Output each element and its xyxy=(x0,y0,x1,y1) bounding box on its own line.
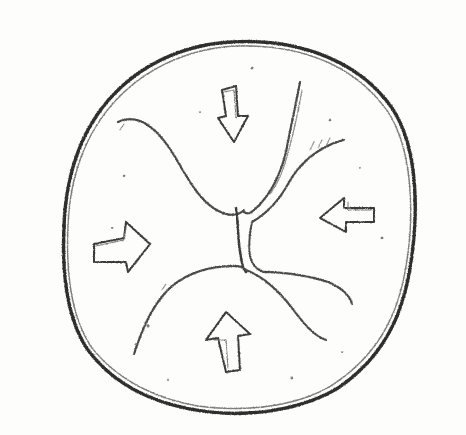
pencil-hatches xyxy=(119,123,331,291)
top-left-plate-edge xyxy=(116,118,246,216)
central-ridge-right xyxy=(248,221,265,273)
arrow-left-icon xyxy=(319,197,375,233)
outer-circle xyxy=(61,39,417,415)
arrow-up-icon xyxy=(205,311,251,373)
central-ridge xyxy=(234,206,248,274)
outer-circle-retrace xyxy=(66,45,412,410)
bottom-right-plate-edge xyxy=(244,268,328,342)
arrow-right-icon xyxy=(93,221,151,273)
right-plate-edge xyxy=(250,138,346,224)
pencil-dots xyxy=(110,66,384,381)
right-lower-plate-edge xyxy=(262,270,354,306)
arrow-down-icon xyxy=(217,85,249,143)
bottom-left-plate-edge xyxy=(132,264,248,356)
top-right-plate-edge-inner xyxy=(269,89,303,195)
top-right-plate-edge xyxy=(242,80,302,215)
